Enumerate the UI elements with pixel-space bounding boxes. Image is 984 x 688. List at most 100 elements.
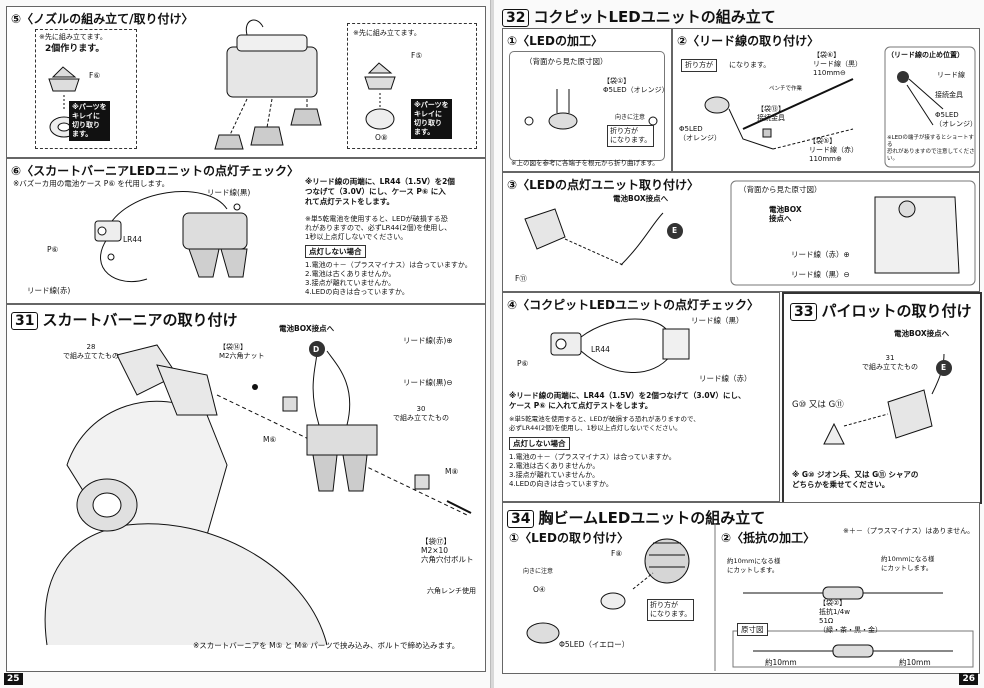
plug-d-label: D [313,345,320,354]
joint-bag: 【袋⑬】 接続金具 [757,105,785,122]
nozzle-illustration [48,19,396,150]
pre-assembly-note: ※先に組み立てます。 [39,33,107,41]
section-skirt-led-check: ⑥〈スカートバーニアLEDユニットの点灯チェック〉 ※バズーカ用の電池ケース P… [6,158,486,304]
lead-red-label: リード線(赤)⊕ [403,336,453,345]
scale-length-left: 約10mm [765,658,797,667]
led-check-illustration [94,191,248,283]
section-title: ⑤〈ノズルの組み立て/取り付け〉 [11,12,194,26]
battery-case-note: ※バズーカ用の電池ケース P⑥ を代用します。 [13,179,170,188]
hex-wrench-label: 六角レンチ使用 [427,587,476,595]
subsection-title: ②〈抵抗の加工〉 [721,531,816,545]
skirt-assembly-illustration [44,341,472,646]
orientation-warning: 向きに注意 [615,114,646,121]
stop-lead-label: リード線 [937,71,965,79]
bolt-bag-label: 【袋⑰】 M2×10 六角穴付ボルト [421,537,474,564]
lead-black-label: リード線（黒）⊖ [791,270,850,279]
ref-step31: 31 で組み立てたもの [862,354,918,371]
fold-label-2: になります。 [729,61,771,69]
pilot-choice-note: ※ G⑩ ジオン兵、又は G⑪ シャアの どちらかを乗せてください。 [792,470,919,489]
clean-cut-warning-right: ※パーツを キレイに 切り取り ます。 [411,99,452,139]
orientation-warning: 向きに注意 [523,568,554,575]
section-title: ⑥〈スカートバーニアLEDユニットの点灯チェック〉 [11,164,299,178]
page-number: 25 [4,673,23,685]
page-left: ⑤〈ノズルの組み立て/取り付け〉 ※先に組み立てます。 2個作ります。 F⑥ O… [0,0,491,688]
cockpit-check-illustration [550,318,690,373]
part-label-f5: F⑤ [411,51,423,60]
pre-assembly-note-right: ※先に組み立てます。 [353,29,421,37]
subsection-title: ①〈LEDの加工〉 [507,34,603,48]
step-title: 胸ビームLEDユニットの組み立て [538,509,766,527]
battery-warning: ※単5乾電池を使用すると、LEDが破損する恐 れがありますので、必ずLR44(2… [305,215,452,241]
chest-beam-illustration [526,523,974,671]
part-label-o8: O⑧ [375,133,388,142]
subsection-cockpit-led-check: ④〈コクピットLEDユニットの点灯チェック〉 リード線（黒） リード線（赤） L… [502,292,780,502]
rear-view-caption: （背面から見た原寸図） [739,185,822,194]
clean-cut-warning: ※パーツを キレイに 切り取り ます。 [69,101,110,141]
part-label-f8: F⑧ [611,549,623,558]
subsection-title: ②〈リード線の取り付け〉 [677,34,820,48]
lead-red-label: リード線（赤）⊕ [791,250,850,259]
part-label-m8: M⑧ [445,467,459,476]
plug-e-label: E [672,226,678,235]
bend-footer-note: ※上の図を参考に各端子を根元から折り曲げます。 [511,159,659,167]
resistor-bag: 【袋②】 抵抗1/4w 51Ω （緑・茶・黒・金） [819,599,882,634]
battery-warning: ※単5乾電池を使用すると、LEDが破損する恐れがありますので、 必ずLR44(2… [509,415,700,432]
pilot-illustration [823,353,952,445]
step-title: コクピットLEDユニットの組み立て [533,8,776,26]
panel-caption: （背面から見た原寸図） [525,57,608,66]
test-instruction: ※リード線の両端に、LR44（1.5V）を2個 つなげて（3.0V）にし、ケース… [305,177,455,206]
assembly-footer-note: ※スカートバーニアを M⑤ と M⑧ パーツで挟み込み、ボルトで締め込みます。 [193,641,460,650]
lead-wire-illustration [704,46,976,168]
test-instruction: ※リード線の両端に、LR44（1.5V）を2個つなげて（3.0V）にし、 ケース… [509,391,746,410]
subsection-title: ③〈LEDの点灯ユニット取り付け〉 [507,178,699,192]
step-number: 32 [502,9,530,27]
plug-e-label: E [941,363,947,372]
pilot-parts-label: G⑩ 又は G⑪ [792,400,844,410]
led-bag-label: 【袋①】 Φ5LED（オレンジ） [603,77,669,94]
part-label-m6: M⑥ [263,435,277,444]
cut-note-left: 約10mmになる様 にカットします。 [727,557,781,574]
led-bend-illustration [524,89,658,130]
page-gutter [490,0,494,688]
troubleshoot-heading: 点灯しない場合 [305,245,366,258]
lead-black-label: リード線（黒） [691,316,744,325]
short-circuit-note: ※LEDの端子が接するとショートする 恐れがありますので注意してください。 [887,135,975,162]
ref-step30: 30 で組み立てたもの [393,405,449,422]
troubleshoot-heading: 点灯しない場合 [509,437,570,450]
part-label-f6: F⑥ [89,71,101,80]
part-label-p6: P⑥ [47,245,59,254]
bend-note: 折り方が になります。 [647,599,695,621]
bend-note: 折り方が になります。 [607,125,655,147]
lead-black-label: リード線(黒)⊖ [403,378,453,387]
lead-red-label: リード線（赤） [699,374,752,383]
subassembly-box-right [347,23,477,149]
nut-bag-label: 【袋⑭】 M2六角ナット [219,343,265,360]
part-label-f11: F⑪ [515,274,527,283]
lead-black-label: リード線(黒) [207,188,251,197]
black-lead-bag: 【袋⑥】 リード線（黒） 110mm⊖ [813,51,862,77]
subsection-title: ④〈コクピットLEDユニットの点灯チェック〉 [507,298,759,312]
subsection-led-unit-install: ③〈LEDの点灯ユニット取り付け〉 電池BOX接点へ E F⑪ （背面から見た原… [502,172,980,292]
subsection-title: ①〈LEDの取り付け〉 [509,531,629,545]
stop-joint-label: 接続金具 [935,91,963,99]
led-unit-illustration [524,180,976,286]
cut-note-right: 約10mmになる様 にカットします。 [881,555,935,572]
fold-label: 折り方が [681,59,717,72]
ref-step28: 28 で組み立てたもの [63,343,119,360]
step-number: 31 [11,312,39,330]
section-nozzle-assembly: ⑤〈ノズルの組み立て/取り付け〉 ※先に組み立てます。 2個作ります。 F⑥ O… [6,6,486,158]
troubleshoot-list: 1.電池の＋－（プラスマイナス）は合っていますか。 2.電池は古くありませんか。… [305,261,472,296]
troubleshoot-list: 1.電池の＋－（プラスマイナス）は合っていますか。 2.電池は古くありませんか。… [509,453,676,488]
step-number: 34 [507,510,535,528]
step-number: 33 [790,303,818,321]
subsection-led-processing: ①〈LEDの加工〉 （背面から見た原寸図） 【袋①】 Φ5LED（オレンジ） 向… [502,28,672,172]
